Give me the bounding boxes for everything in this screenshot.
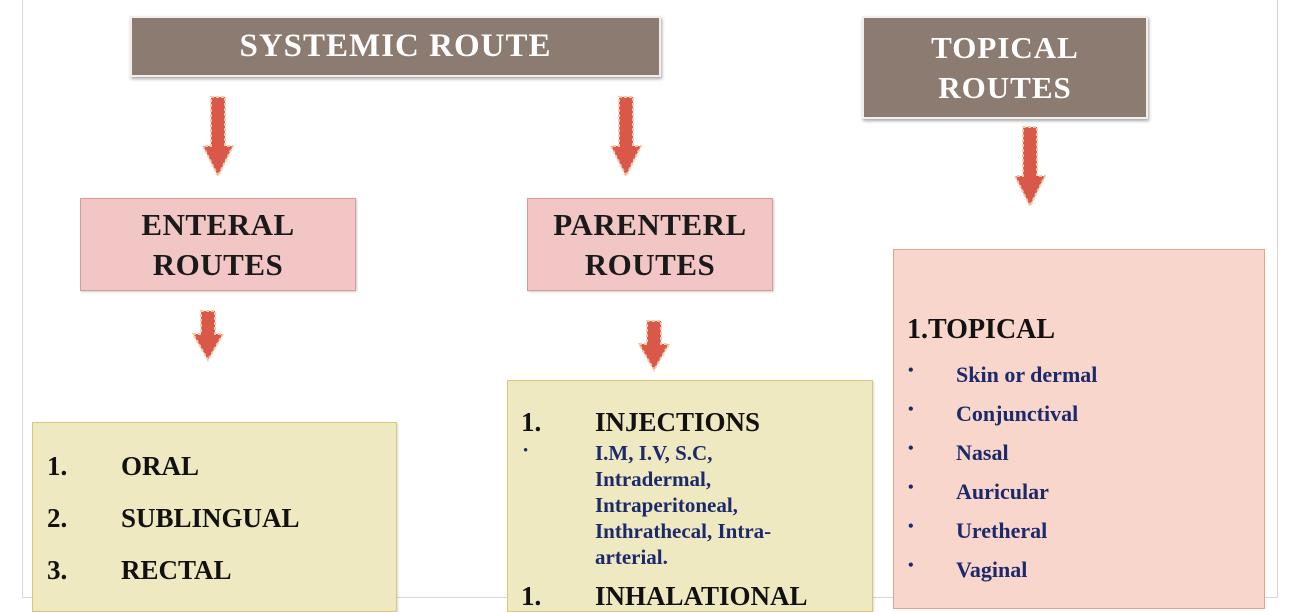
list-item-label: SUBLINGUAL [121,503,300,533]
bullet-icon: • [908,479,914,496]
list-item-number: 1. [47,451,68,481]
list-item-label: Vaginal [956,557,1028,582]
systemic-route-header: SYSTEMIC ROUTE [130,16,661,77]
injection-line: arterial. [595,545,668,569]
topical-routes-header: TOPICAL ROUTES [862,16,1148,119]
topical-list-box: 1.TOPICAL • Skin or dermal • Conjunctiva… [893,249,1265,609]
bullet-icon: • [523,443,529,459]
enteral-routes-box: ENTERAL ROUTES [80,198,356,291]
bullet-icon: • [908,518,914,535]
list-item-number: 2. [47,503,68,533]
list-item: 1. INJECTIONS [521,407,760,438]
arrow-down-icon [638,320,670,372]
parenteral-title-line1: PARENTERL [553,206,747,242]
topical-header-line1: TOPICAL [931,29,1079,65]
arrow-down-icon [610,96,642,178]
list-item: 1. ORAL [47,451,199,482]
injection-line: Intraperitoneal, [595,493,738,517]
injection-line: Intradermal, [595,467,712,491]
list-item-number: 3. [47,555,68,585]
injection-line: Inthrathecal, Intra- [595,519,772,543]
bullet-icon: • [908,440,914,457]
parenteral-list-box: 1. INJECTIONS • I.M, I.V, S.C, Intraderma… [507,380,873,612]
bullet-icon: • [908,557,914,574]
list-item-label: INHALATIONAL [595,581,808,611]
list-item: 3. RECTAL [47,555,232,586]
arrow-down-icon [1014,126,1046,208]
enteral-title-line1: ENTERAL [141,206,295,242]
topical-header-line2: ROUTES [938,69,1072,105]
list-item-number: 1. [521,407,542,437]
topical-heading: 1.TOPICAL [907,314,1056,345]
list-item-label: ORAL [121,451,200,481]
list-item-label: RECTAL [121,555,232,585]
injection-line: I.M, I.V, S.C, [595,441,713,465]
bullet-icon: • [908,401,914,418]
list-item-label: Uretheral [956,518,1048,543]
arrow-down-icon [202,96,234,178]
list-item-label: Skin or dermal [956,362,1098,387]
list-item-label: INJECTIONS [595,407,761,437]
arrow-down-icon [192,310,224,362]
enteral-title-line2: ROUTES [152,246,284,282]
list-item-label: Auricular [956,479,1049,504]
list-item-label: Nasal [956,440,1009,465]
injection-types-text: I.M, I.V, S.C, Intradermal, Intraperiton… [595,440,771,570]
bullet-icon: • [908,362,914,379]
list-item: 1. INHALATIONAL [521,581,808,612]
list-item: 2. SUBLINGUAL [47,503,300,534]
enteral-list-box: 1. ORAL 2. SUBLINGUAL 3. RECTAL [32,422,397,612]
parenteral-routes-box: PARENTERL ROUTES [527,198,773,291]
list-item-number: 1. [521,581,542,611]
parenteral-title-line2: ROUTES [584,246,716,282]
list-item-label: Conjunctival [956,401,1079,426]
systemic-route-label: SYSTEMIC ROUTE [239,28,552,64]
